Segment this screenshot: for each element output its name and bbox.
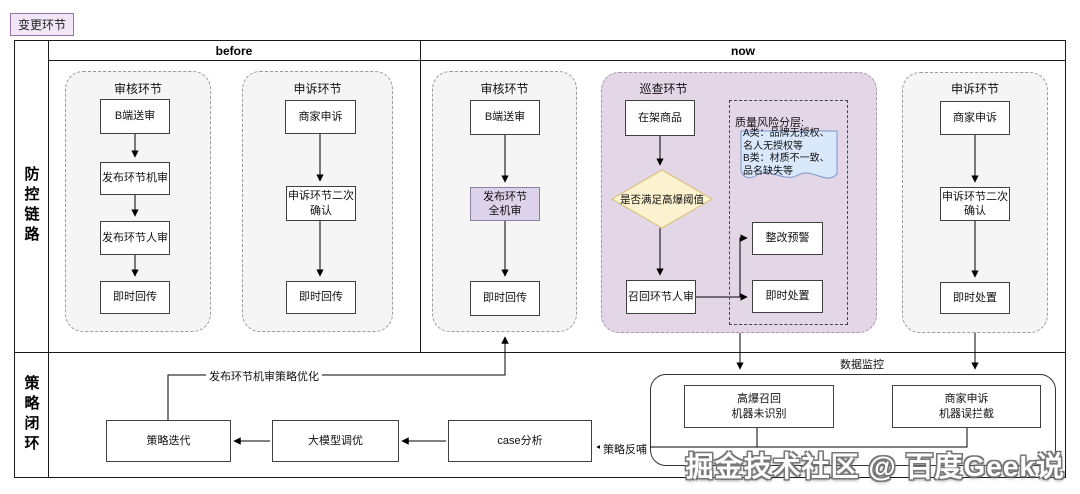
flow-box-instant-postback-now-audit: 即时回传	[470, 281, 540, 316]
edge-label-strategy-feedback: 策略反哺	[600, 441, 650, 457]
before-appeal-title: 申诉环节	[293, 82, 342, 96]
edge-label-machine-review-strategy-optimization: 发布环节机审策略优化	[206, 368, 322, 384]
now-audit-title: 审核环节	[480, 82, 529, 96]
flow-box-instant-handle-appeal: 即时处置	[940, 282, 1010, 314]
note-document-shape	[740, 130, 838, 179]
flow-box-publish-machine-review: 发布环节机审	[100, 162, 170, 195]
flow-box-instant-postback-before-appeal: 即时回传	[286, 281, 356, 314]
header-row-divider	[48, 60, 1066, 61]
note-body: A类：品牌无授权、 名人无授权等 B类：材质不一致、 品名缺失等	[743, 128, 830, 177]
flow-box-appeal-second-confirm-now: 申诉环节二次 确认	[940, 187, 1010, 221]
patrol-inner-dashed-group	[729, 100, 848, 325]
flow-box-strategy-iteration: 策略迭代	[106, 420, 231, 462]
table-outer-border	[14, 40, 1066, 478]
now-appeal-title: 申诉环节	[950, 82, 999, 96]
flow-box-b-side-submit: B端送审	[100, 99, 170, 134]
watermark-text: 掘金技术社区 @ 百度Geek说	[685, 451, 1065, 482]
data-monitor-container	[650, 374, 1056, 466]
decision-diamond-label: 是否满足高爆阈值	[620, 193, 704, 206]
now-patrol-title: 巡查环节	[639, 82, 688, 96]
flow-box-b-side-submit-now: B端送审	[470, 100, 540, 135]
flow-box-recall-human-review: 召回环节人审	[626, 280, 696, 314]
flow-box-publish-human-review: 发布环节人审	[100, 221, 170, 255]
row-label-strategy-loop: 策略闭环	[22, 375, 40, 455]
flow-box-merchant-appeal-before: 商家申诉	[285, 100, 356, 134]
flow-box-case-analysis: case分析	[448, 420, 592, 462]
flow-box-highburst-recall-missed: 高爆召回 机器未识别	[684, 385, 834, 428]
data-monitor-label: 数据监控	[840, 359, 884, 371]
header-now: now	[731, 44, 755, 58]
flow-box-instant-postback-before-audit: 即时回传	[100, 281, 170, 314]
flow-box-large-model-tuning: 大模型调优	[272, 420, 399, 462]
before-audit-title: 审核环节	[113, 82, 162, 96]
note-title: 质量风险分层:	[735, 117, 805, 129]
flow-box-onshelf-products: 在架商品	[625, 100, 695, 136]
flow-box-appeal-second-confirm-before: 申诉环节二次 确认	[286, 186, 356, 221]
flow-box-instant-handle-patrol: 即时处置	[752, 280, 823, 313]
before-now-divider	[420, 40, 421, 352]
flow-box-rectify-warning: 整改预警	[752, 222, 823, 255]
flow-box-publish-full-machine-review: 发布环节 全机审	[470, 187, 540, 221]
label-column-divider	[48, 40, 49, 478]
row-label-prevention-chain: 防控链路	[22, 166, 40, 246]
flow-box-appeal-misintercept: 商家申诉 机器误拦截	[892, 385, 1041, 428]
row-divider	[14, 352, 1066, 353]
header-before: before	[215, 44, 253, 58]
decision-diamond	[611, 169, 713, 229]
flow-box-merchant-appeal-now: 商家申诉	[940, 101, 1010, 135]
change-link-tag: 变更环节	[10, 13, 75, 36]
